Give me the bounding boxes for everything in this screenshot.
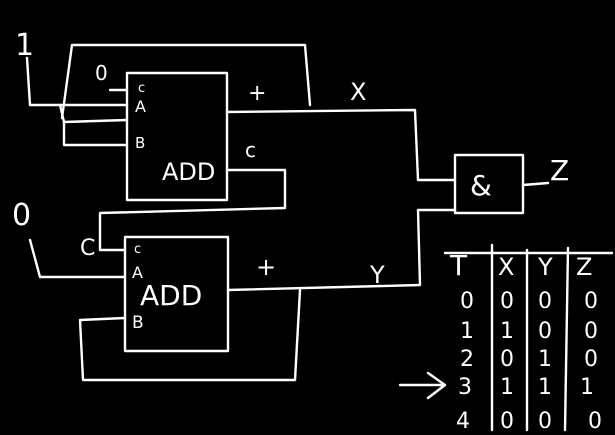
table-cell: 0: [500, 289, 514, 314]
carry-wire: [98, 168, 287, 252]
adder-top-box: [125, 71, 229, 202]
table-cell: 1: [500, 319, 514, 344]
input-top-small-label: 0: [95, 61, 108, 85]
table-cell: 0: [584, 347, 598, 372]
z-wire: [521, 181, 550, 187]
adder-top-out-carry: c: [245, 138, 256, 162]
table-header-x: X: [498, 253, 514, 281]
table-cell: 0: [584, 319, 598, 344]
input-b-wire: [58, 103, 129, 147]
table-cell: 0: [588, 409, 602, 434]
table-cell: 4: [456, 409, 470, 434]
signal-x-label: X: [350, 78, 366, 106]
table-row-2: 2 0 1 0: [460, 347, 598, 372]
input-bottom-label: 0: [12, 198, 31, 233]
table-row-4: 4 0 0 0: [456, 409, 602, 434]
adder-top-out-plus: +: [248, 81, 266, 106]
adder-top-pin-c: c: [138, 81, 145, 96]
input-top-label: 1: [15, 28, 34, 63]
table-cell: 0: [538, 319, 552, 344]
input-0-wire: [28, 238, 127, 279]
adder-top-pin-a: A: [135, 97, 146, 116]
adder-bottom-out-plus: +: [256, 253, 276, 281]
table-cell: 2: [460, 347, 474, 372]
adder-top-label: ADD: [162, 158, 215, 186]
x-wire: [225, 108, 457, 182]
table-cell: 0: [500, 347, 514, 372]
adder-bottom-label: ADD: [140, 279, 202, 312]
table-cell: 0: [538, 289, 552, 314]
adder-top-pin-b: B: [135, 134, 145, 152]
table-header-z: Z: [576, 253, 592, 281]
adder-bottom-feedback-c: C: [80, 236, 95, 261]
table-cell: 1: [538, 347, 552, 372]
table-cell: 0: [538, 409, 552, 434]
signal-z-label: Z: [550, 154, 569, 187]
table-header-y: Y: [537, 253, 553, 281]
y-wire: [226, 208, 457, 292]
table-cell: 1: [538, 375, 552, 400]
table-header-t: T: [449, 249, 468, 282]
adder-bottom-pin-b: B: [132, 313, 144, 333]
table-row-3: 3 1 1 1: [458, 375, 594, 400]
arrow-icon: [398, 371, 447, 400]
table-cell: 0: [584, 289, 598, 314]
table-cell: 0: [500, 409, 514, 434]
signal-y-label: Y: [369, 261, 385, 289]
adder-bottom-pin-a: A: [132, 263, 143, 282]
table-cell: 3: [458, 375, 472, 400]
table-cell: 1: [460, 319, 474, 344]
table-cell: 1: [500, 375, 514, 400]
bottom-loop-wire: [78, 288, 302, 382]
table-col-line-3: [563, 246, 570, 432]
table-cell: 0: [460, 289, 474, 314]
adder-bottom-pin-c: c: [134, 242, 141, 257]
table-cell: 1: [580, 375, 594, 400]
input-1-wire: [25, 56, 129, 107]
table-row-0: 0 0 0 0: [460, 289, 598, 314]
table-row-1: 1 1 0 0: [460, 319, 598, 344]
top-loop-wire: [60, 43, 312, 120]
adder-bottom-box: [123, 235, 230, 353]
gate-label: &: [470, 169, 492, 202]
